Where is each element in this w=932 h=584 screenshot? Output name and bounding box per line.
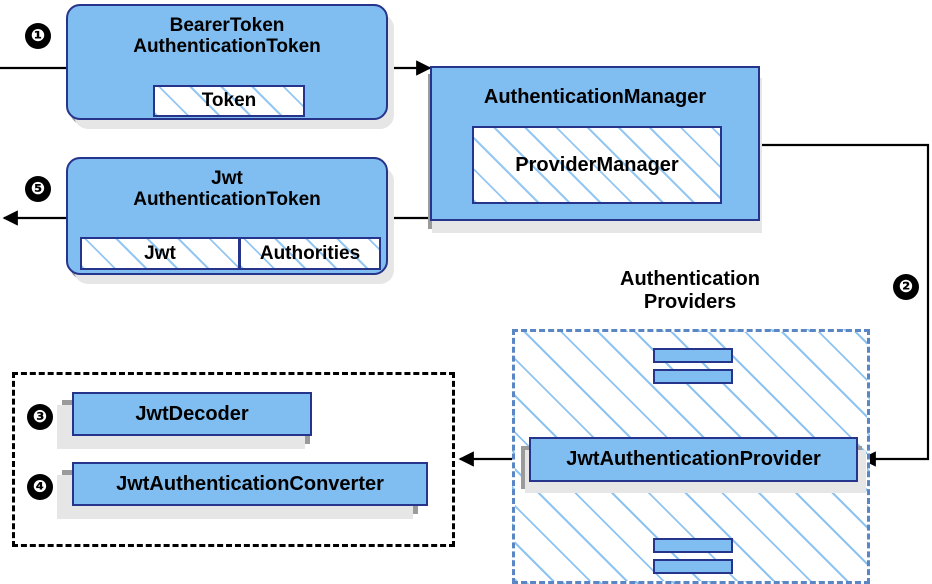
authentication-providers-label: Authentication Providers — [620, 268, 760, 313]
step-badge-2: ❷ — [893, 274, 919, 300]
provider-sliver-top-2 — [653, 369, 733, 384]
jwt-authentication-converter-title: JwtAuthenticationConverter — [116, 472, 384, 495]
provider-sliver-bottom-1 — [653, 538, 733, 553]
authentication-manager-field-provider-manager: ProviderManager — [472, 126, 722, 204]
jwt-authentication-token[interactable]: Jwt AuthenticationToken Jwt Authorities — [66, 157, 388, 275]
provider-sliver-bottom-2 — [653, 559, 733, 574]
provider-sliver-top-1 — [653, 348, 733, 363]
jwt-authentication-provider[interactable]: JwtAuthenticationProvider — [529, 437, 858, 482]
provider-manager-label: ProviderManager — [515, 153, 679, 176]
step-badge-5: ❺ — [25, 176, 51, 202]
bearer-token-title: BearerToken AuthenticationToken — [133, 15, 321, 58]
jwt-authentication-converter[interactable]: JwtAuthenticationConverter — [72, 462, 428, 506]
jwt-authentication-token-field-authorities: Authorities — [239, 237, 381, 270]
jwt-field-label: Jwt — [144, 242, 176, 264]
jwt-authentication-token-title: Jwt AuthenticationToken — [133, 168, 321, 211]
bearer-token-field-token: Token — [153, 85, 305, 117]
jwt-authentication-provider-title: JwtAuthenticationProvider — [566, 448, 821, 471]
jwt-support-container — [12, 372, 455, 547]
authentication-manager-title: AuthenticationManager — [483, 86, 707, 108]
authorities-field-label: Authorities — [259, 242, 361, 264]
connector-manager-to-provider — [760, 143, 930, 467]
step-badge-3: ❸ — [27, 404, 53, 430]
step-badge-4: ❹ — [27, 474, 53, 500]
step-badge-1: ❶ — [25, 23, 51, 49]
authentication-manager[interactable]: AuthenticationManager ProviderManager — [430, 66, 760, 221]
jwt-decoder[interactable]: JwtDecoder — [72, 392, 312, 436]
bearer-token-authentication-token[interactable]: BearerToken AuthenticationToken Token — [66, 4, 388, 120]
bearer-token-field-token-label: Token — [201, 90, 257, 111]
jwt-authentication-token-field-jwt: Jwt — [80, 237, 240, 270]
jwt-decoder-title: JwtDecoder — [135, 402, 249, 425]
